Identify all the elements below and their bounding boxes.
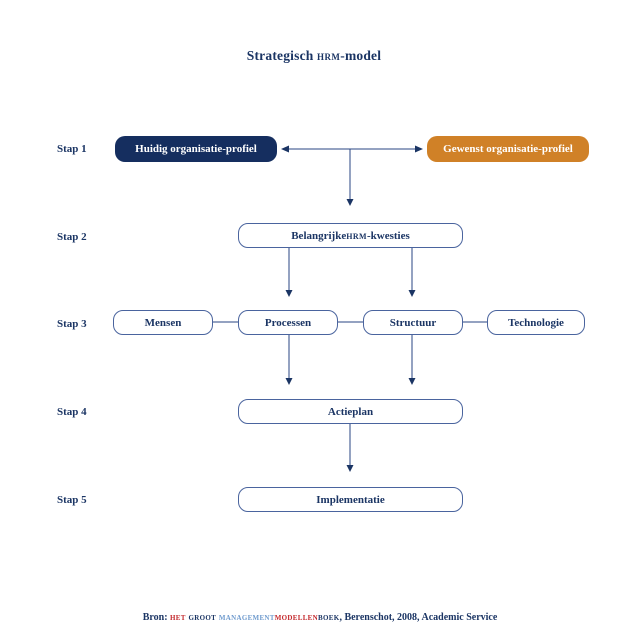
source-segment: groot [188, 612, 219, 623]
box-structuur: Structuur [363, 310, 463, 335]
box-huidig-organisatie-profiel: Huidig organisatie-profiel [115, 136, 277, 162]
step-label-1: Stap 1 [57, 143, 87, 155]
arrowhead-down-icon [285, 378, 293, 385]
title-pre: Strategisch [246, 48, 318, 63]
source-segment: , Berenschot, 2008, Academic Service [339, 612, 498, 623]
kwesties-hrm-smallcaps: hrm [346, 229, 367, 242]
arrowhead-down-icon [346, 465, 354, 472]
box-belangrijke-hrm-kwesties: Belangrijke hrm-kwesties [238, 223, 463, 248]
source-segment: management [218, 612, 275, 623]
title-post: -model [340, 48, 382, 63]
box-actieplan: Actieplan [238, 399, 463, 424]
step-label-2: Stap 2 [57, 231, 87, 243]
source-line: Bron: het groot managementmodellenboek, … [0, 612, 640, 623]
arrowhead-right-icon [415, 145, 423, 153]
source-segment: Bron: [142, 612, 171, 623]
source-segment: modellen [274, 612, 319, 623]
box-gewenst-organisatie-profiel: Gewenst organisatie-profiel [427, 136, 589, 162]
source-segment: het [170, 612, 189, 623]
source-segment: boek [318, 612, 340, 623]
arrowhead-down-icon [346, 199, 354, 206]
kwesties-post: -kwesties [366, 229, 410, 242]
box-implementatie: Implementatie [238, 487, 463, 512]
arrowhead-down-icon [408, 290, 416, 297]
box-technologie: Technologie [487, 310, 585, 335]
box-processen: Processen [238, 310, 338, 335]
step-label-5: Stap 5 [57, 494, 87, 506]
title-hrm-smallcaps: hrm [317, 48, 341, 63]
arrowhead-down-icon [285, 290, 293, 297]
step-label-3: Stap 3 [57, 318, 87, 330]
page-title: Strategisch hrm-model [0, 48, 628, 64]
arrowhead-down-icon [408, 378, 416, 385]
step-label-4: Stap 4 [57, 406, 87, 418]
box-mensen: Mensen [113, 310, 213, 335]
arrowhead-left-icon [281, 145, 289, 153]
kwesties-pre: Belangrijke [291, 229, 347, 242]
